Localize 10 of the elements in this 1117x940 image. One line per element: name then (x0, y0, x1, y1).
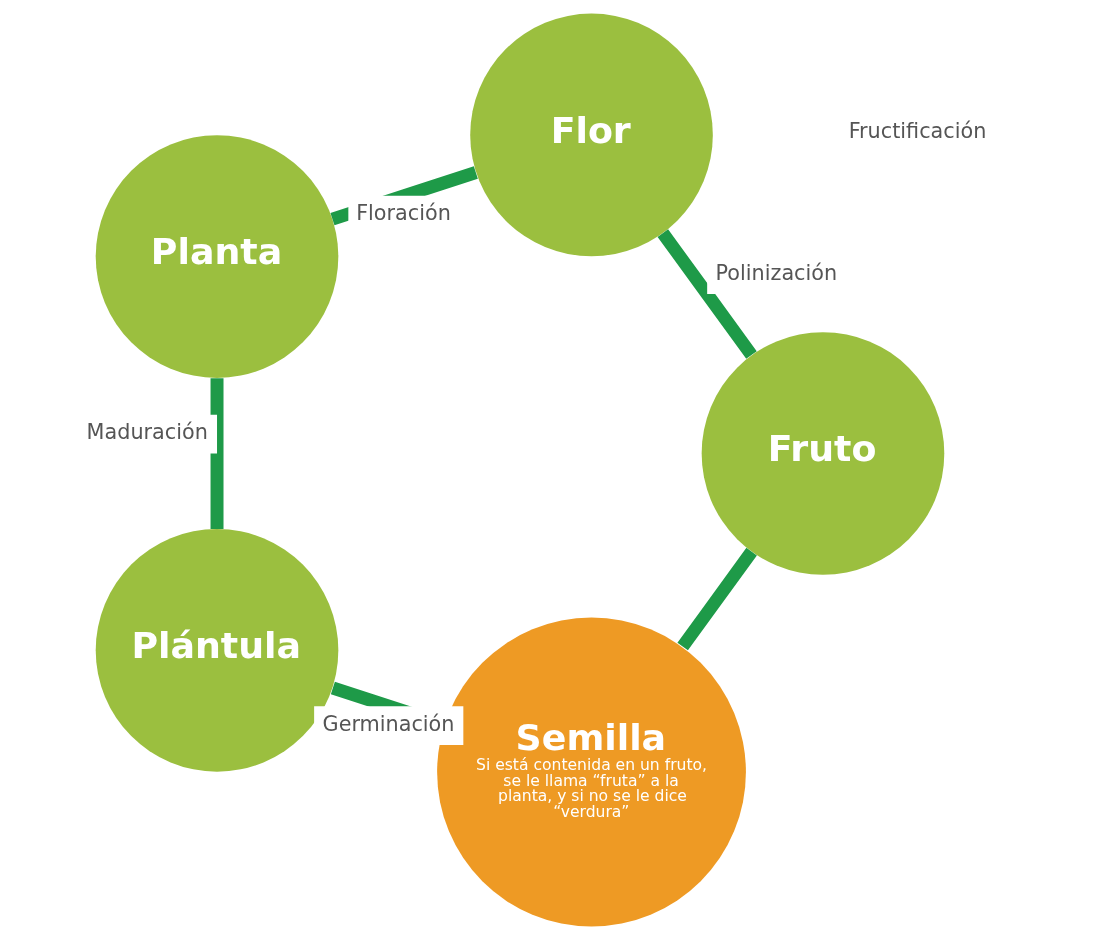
connector (210, 378, 224, 529)
edge-label: Polinización (715, 260, 838, 285)
edge-label: Maduración (86, 420, 208, 445)
label: Fructificación (848, 118, 987, 143)
connector (657, 229, 757, 359)
node-circle: Fruto (701, 332, 945, 575)
node-circle: Planta (95, 135, 339, 378)
connector (677, 547, 757, 651)
edge-label: Floración (356, 201, 451, 226)
node-circle: Flor (470, 13, 713, 257)
